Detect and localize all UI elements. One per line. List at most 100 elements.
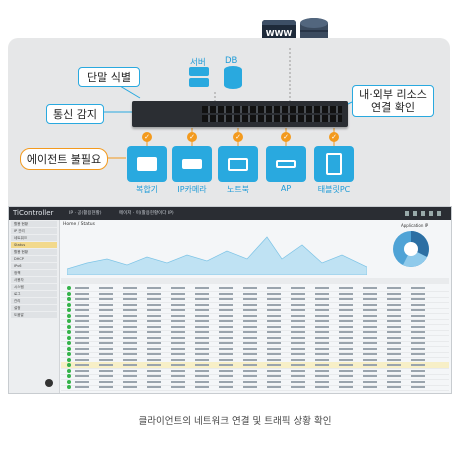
status-dot-icon bbox=[67, 341, 71, 345]
status-dot-icon bbox=[67, 330, 71, 334]
check-icon: ✓ bbox=[142, 132, 152, 142]
sidebar-item[interactable]: 활용 현황 bbox=[11, 249, 57, 255]
check-icon: ✓ bbox=[233, 132, 243, 142]
table-row[interactable] bbox=[61, 302, 449, 309]
status-dot-icon bbox=[67, 357, 71, 362]
device-label-printer: 복합기 bbox=[135, 185, 159, 194]
device-ap bbox=[266, 146, 306, 182]
traffic-chart bbox=[67, 236, 367, 275]
table-row[interactable] bbox=[61, 384, 449, 391]
status-dot-icon bbox=[67, 319, 71, 323]
row-cells bbox=[75, 298, 435, 300]
row-cells bbox=[75, 314, 435, 317]
sidebar-item[interactable]: IP 관리 bbox=[11, 228, 57, 234]
db-label: DB bbox=[225, 56, 238, 66]
status-dot-icon bbox=[67, 374, 71, 378]
table-row[interactable] bbox=[61, 340, 449, 347]
device-printer bbox=[127, 146, 167, 182]
table-row[interactable] bbox=[61, 318, 449, 325]
sidebar-item[interactable]: 설정 bbox=[11, 305, 57, 311]
status-dot-icon bbox=[67, 363, 71, 367]
status-dot-icon bbox=[67, 313, 71, 318]
device-ipcamera bbox=[172, 146, 212, 182]
table-row[interactable] bbox=[61, 291, 449, 298]
sidebar-item[interactable]: 정책 bbox=[11, 270, 57, 276]
check-icon: ✓ bbox=[187, 132, 197, 142]
table-row[interactable] bbox=[61, 313, 449, 320]
table-row[interactable] bbox=[61, 335, 449, 342]
sidebar-item[interactable]: 네트워크 bbox=[11, 235, 57, 241]
sidebar-item[interactable]: 시스템 bbox=[11, 284, 57, 290]
app-screenshot: TiController IP · 공(활용현황) 메이저 · 이(활용현황이다… bbox=[8, 206, 452, 394]
status-dot-icon bbox=[67, 385, 71, 389]
table-header bbox=[61, 278, 449, 284]
www-label: WWW bbox=[265, 29, 293, 38]
row-cells bbox=[75, 375, 435, 377]
sidebar-item[interactable]: 사용자 bbox=[11, 277, 57, 283]
row-cells bbox=[75, 386, 435, 388]
status-dot-icon bbox=[67, 379, 71, 384]
app-navbar: TiController IP · 공(활용현황) 메이저 · 이(활용현황이다… bbox=[9, 207, 451, 220]
table-row[interactable] bbox=[61, 307, 449, 314]
device-tablet bbox=[314, 146, 354, 182]
table-row[interactable] bbox=[61, 296, 449, 303]
pie-chart bbox=[393, 231, 429, 267]
sidebar-item[interactable]: DHCP bbox=[11, 256, 57, 262]
caption: 클라이언트의 네트워크 연결 및 트래픽 상황 확인 bbox=[138, 416, 332, 427]
table-row[interactable] bbox=[61, 285, 449, 292]
status-dot-icon bbox=[67, 286, 71, 290]
status-dot-icon bbox=[67, 368, 71, 373]
row-cells bbox=[75, 331, 435, 333]
row-cells bbox=[75, 320, 435, 322]
db-icon bbox=[224, 66, 242, 89]
check-icon: ✓ bbox=[329, 132, 339, 142]
table-row[interactable] bbox=[61, 346, 449, 353]
sidebar-item[interactable]: 도움말 bbox=[11, 312, 57, 318]
status-dot-icon bbox=[67, 302, 71, 307]
row-cells bbox=[75, 364, 435, 366]
wifi-icon bbox=[276, 160, 296, 168]
nav-item[interactable]: 메이저 · 이(활용현황이다 IP) bbox=[119, 211, 174, 216]
callout-comm-detect: 통신 감지 bbox=[46, 104, 104, 124]
row-cells bbox=[75, 309, 435, 311]
breadcrumb: Home / Status bbox=[63, 222, 96, 227]
row-cells bbox=[75, 353, 435, 355]
sidebar-item[interactable]: IPv6 bbox=[11, 263, 57, 269]
chart-title: Application IP bbox=[401, 223, 429, 228]
status-dot-icon bbox=[67, 291, 71, 296]
app-brand: TiController bbox=[13, 209, 54, 217]
callout-terminal-id: 단말 식별 bbox=[78, 67, 140, 87]
laptop-icon bbox=[228, 157, 248, 171]
row-cells bbox=[75, 347, 435, 350]
status-dot-icon bbox=[67, 324, 71, 329]
table-row[interactable] bbox=[61, 379, 449, 386]
callout-resource-check: 내·외부 리소스 연결 확인 bbox=[352, 85, 434, 117]
status-dot-icon bbox=[67, 346, 71, 351]
sidebar-item[interactable]: 활용 현황 bbox=[11, 221, 57, 227]
table-row[interactable] bbox=[61, 351, 449, 358]
row-cells bbox=[75, 292, 435, 295]
row-cells bbox=[75, 342, 435, 344]
scroll-button[interactable] bbox=[45, 379, 53, 387]
sidebar-item[interactable]: 관리 bbox=[11, 298, 57, 304]
table-row[interactable] bbox=[61, 373, 449, 380]
table-row[interactable] bbox=[61, 324, 449, 331]
row-cells bbox=[75, 287, 435, 289]
table-row[interactable] bbox=[61, 362, 449, 369]
row-cells bbox=[75, 358, 435, 361]
table-row[interactable] bbox=[61, 329, 449, 336]
sidebar-item[interactable]: 로그 bbox=[11, 291, 57, 297]
device-label-ap: AP bbox=[280, 184, 292, 193]
check-icon: ✓ bbox=[281, 132, 291, 142]
nav-item[interactable]: IP · 공(활용현황) bbox=[69, 211, 102, 216]
toolbar-icons bbox=[405, 211, 445, 216]
status-dot-icon bbox=[67, 308, 71, 312]
status-dot-icon bbox=[67, 352, 71, 356]
device-label-tablet: 태블릿PC bbox=[317, 185, 351, 194]
row-cells bbox=[75, 336, 435, 339]
sidebar-item[interactable]: Status bbox=[11, 242, 57, 248]
table-row[interactable] bbox=[61, 368, 449, 375]
callout-agent-free: 에이전트 불필요 bbox=[20, 148, 108, 170]
device-label-ipcamera: IP카메라 bbox=[177, 185, 207, 194]
server-label: 서버 bbox=[190, 58, 206, 68]
